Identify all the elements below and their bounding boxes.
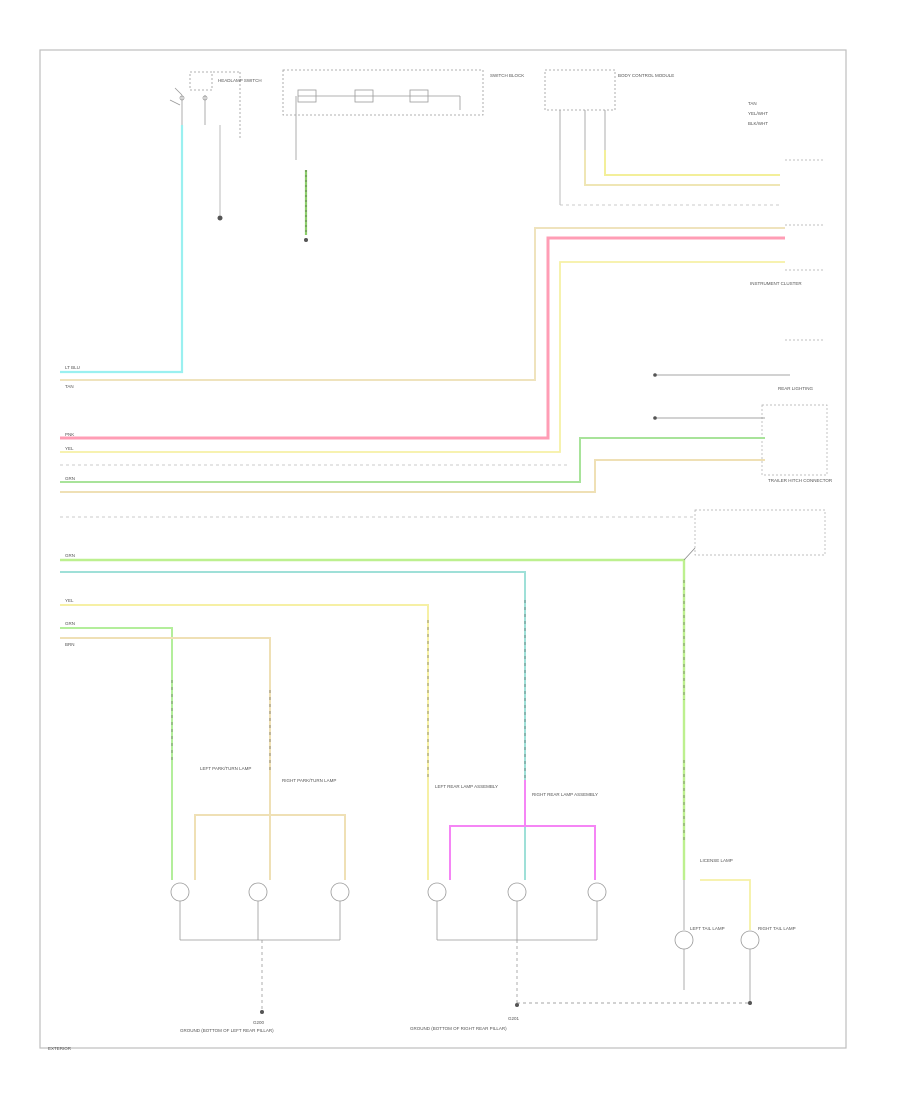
wire-yellow-top xyxy=(604,150,780,176)
legend-2: YEL/WHT xyxy=(748,111,768,116)
label-license: LICENSE LAMP xyxy=(700,858,733,863)
wc-6: GRN xyxy=(65,553,75,558)
headlamp-switch xyxy=(169,71,241,140)
right-connectors xyxy=(694,159,828,556)
label-left-park: LEFT PARK/TURN LAMP xyxy=(200,766,251,771)
wire-tan-loop xyxy=(194,814,346,880)
label-right-rear: RIGHT REAR LAMP ASSEMBLY xyxy=(532,792,598,797)
lamp-group-right xyxy=(674,880,760,1003)
label-ground-left: GROUND (BOTTOM OF LEFT REAR PILLAR) xyxy=(180,1028,274,1033)
label-g-right: G201 xyxy=(508,1016,520,1021)
wire-magenta xyxy=(449,825,596,880)
wire-yellow-right xyxy=(700,879,751,930)
label-instrument-cluster: INSTRUMENT CLUSTER xyxy=(750,281,802,286)
label-right-park: RIGHT PARK/TURN LAMP xyxy=(282,778,336,783)
switch-block xyxy=(282,69,484,160)
lamp-group-center xyxy=(427,882,607,1003)
footer-code: EXTERIOR xyxy=(48,1046,72,1051)
wire-yellow-3 xyxy=(60,604,429,880)
wire-pink xyxy=(60,236,785,440)
wc-9: BRN xyxy=(65,642,75,647)
label-ground-right: GROUND (BOTTOM OF RIGHT REAR PILLAR) xyxy=(410,1026,507,1031)
wc-2: TAN xyxy=(65,384,74,389)
wire-yellow-2 xyxy=(60,261,785,453)
wire-tan-1 xyxy=(60,227,785,381)
label-right-tail: RIGHT TAIL LAMP xyxy=(758,926,796,931)
bcm-label: BODY CONTROL MODULE xyxy=(618,73,674,78)
wire-tan-3 xyxy=(60,637,271,880)
label-left-rear: LEFT REAR LAMP ASSEMBLY xyxy=(435,784,498,789)
wire-blue xyxy=(60,571,526,880)
lamp-group-left xyxy=(170,882,350,1010)
ground-symbol xyxy=(217,215,223,221)
wire-cyan xyxy=(60,125,184,374)
wc-7: YEL xyxy=(65,598,74,603)
wc-5: GRN xyxy=(65,476,75,481)
wire-green-1 xyxy=(60,437,765,483)
label-rear-lighting: REAR LIGHTING xyxy=(778,386,814,391)
diagram-border xyxy=(39,49,847,1049)
legend-3: BLK/WHT xyxy=(748,121,768,126)
legend-1: TAN xyxy=(748,101,757,106)
wc-8: GRN xyxy=(65,621,75,626)
wc-1: LT BLU xyxy=(65,365,80,370)
wire-tan-2 xyxy=(60,459,765,493)
wc-4: YEL xyxy=(65,446,74,451)
wc-3: PNK xyxy=(65,432,74,437)
wire-green-2 xyxy=(60,558,686,880)
wire-green-3 xyxy=(60,627,173,880)
headlamp-switch-label: HEADLAMP SWITCH xyxy=(218,78,262,83)
label-g-left: G200 xyxy=(253,1020,265,1025)
wire-tan-top xyxy=(584,150,780,186)
switch-block-label: SWITCH BLOCK xyxy=(490,73,524,78)
label-hitch: TRAILER HITCH CONNECTOR xyxy=(768,478,833,483)
label-left-tail: LEFT TAIL LAMP xyxy=(690,926,725,931)
